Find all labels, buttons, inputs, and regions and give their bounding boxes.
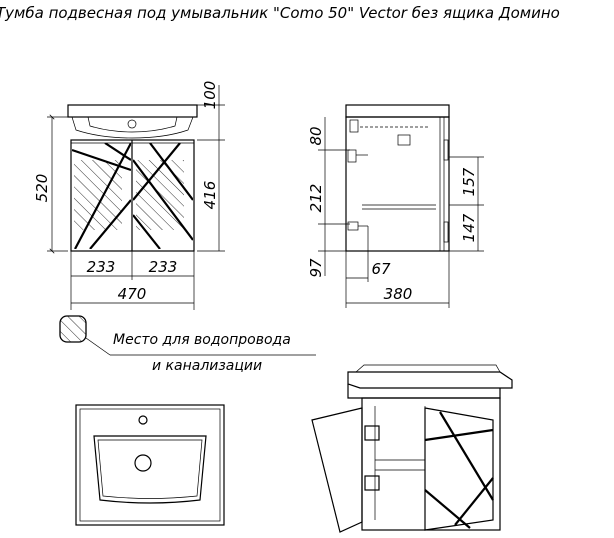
front-right-door-pattern (133, 143, 193, 249)
legend-line2: и канализации (152, 358, 262, 374)
dim-side-middle: 212 (307, 184, 325, 213)
persp-hinge-top (364, 425, 380, 441)
dim-shelf-lower: 147 (460, 213, 478, 242)
persp-sink-top (347, 371, 513, 389)
top-view (75, 404, 225, 526)
dim-door-right-width: 233 (149, 258, 178, 276)
persp-right-door (424, 407, 494, 531)
dim-side-top: 80 (307, 126, 325, 145)
dim-shelf-upper: 157 (460, 167, 478, 196)
legend: Место для водопровода и канализации (59, 315, 316, 374)
top-sink-outline (75, 404, 225, 526)
front-left-door-pattern (72, 143, 131, 249)
dim-depth: 380 (384, 285, 413, 303)
top-sink-bowl (93, 435, 207, 504)
front-left-door-hatch (74, 160, 122, 230)
dim-height-total: 520 (33, 174, 51, 203)
drawing-title: Тумба подвесная под умывальник "Como 50"… (0, 4, 560, 22)
front-view: 520 100 416 233 233 470 (33, 81, 225, 310)
side-sink-rim (345, 104, 450, 118)
perspective-view (311, 364, 513, 533)
dim-side-offset: 67 (371, 260, 391, 278)
dim-height-body: 416 (201, 181, 219, 210)
top-faucet-hole (138, 415, 148, 425)
persp-left-door-open (311, 407, 363, 533)
front-sink-drain (127, 119, 137, 129)
dim-total-width: 470 (118, 285, 147, 303)
persp-hinge-bottom (364, 475, 380, 491)
side-cabinet-body (345, 116, 450, 252)
dim-door-left-width: 233 (87, 258, 116, 276)
dim-height-sink: 100 (201, 81, 219, 110)
front-sink-rim (67, 104, 198, 118)
legend-hatch-symbol (59, 315, 87, 343)
dim-side-bottom: 97 (307, 258, 325, 278)
top-sink-drain (134, 454, 152, 472)
side-view: 80 212 97 157 147 67 380 (307, 104, 484, 308)
side-siphon (397, 134, 411, 146)
legend-line1: Место для водопровода (113, 332, 291, 348)
front-sink-bowl (71, 116, 194, 139)
